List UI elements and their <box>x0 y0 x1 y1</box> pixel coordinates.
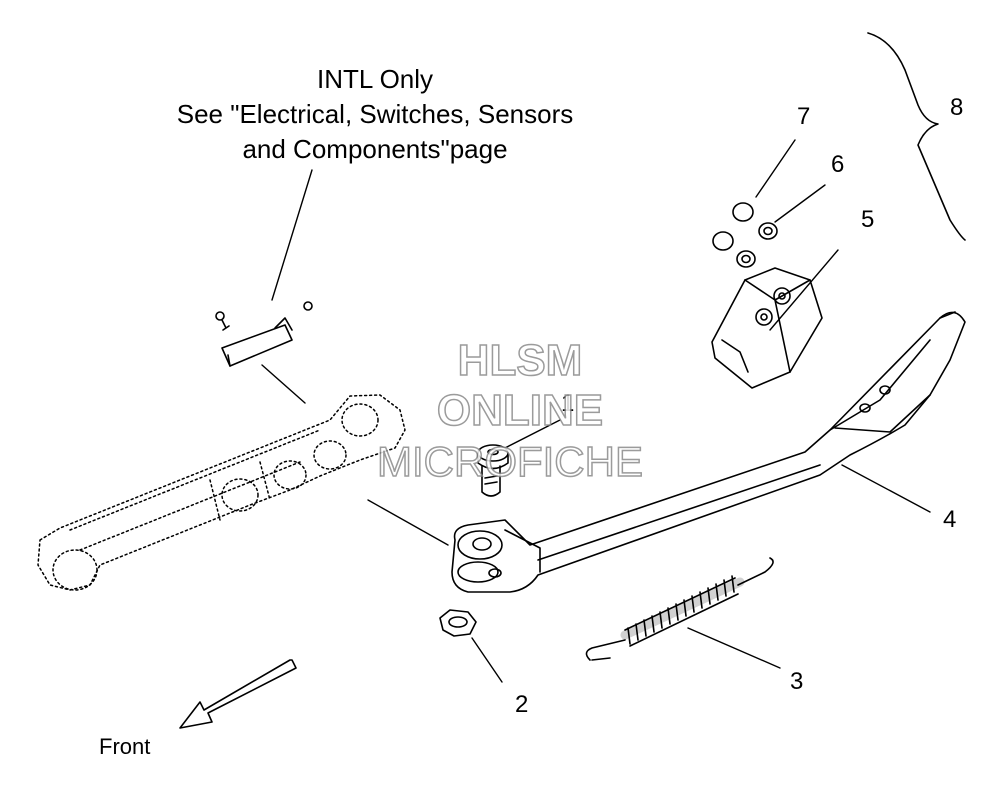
front-label: Front <box>99 734 151 759</box>
watermark-line-2: ONLINE <box>436 385 604 436</box>
part-7-plugs <box>712 202 754 251</box>
callout-7: 7 <box>797 103 811 130</box>
part-3-spring <box>585 557 774 661</box>
callout-3: 3 <box>790 668 804 695</box>
callout-1: 1 <box>561 390 575 417</box>
watermark-line-1: HLSM <box>457 335 583 386</box>
intl-note-line-3: and Components"page <box>242 134 508 164</box>
front-arrow-icon <box>179 659 297 729</box>
kit-bracket <box>867 32 966 241</box>
part-1-pivot-bolt <box>477 444 509 497</box>
callout-5: 5 <box>861 206 875 233</box>
intl-note: INTL Only See "Electrical, Switches, Sen… <box>120 62 630 167</box>
frame-mount-outline <box>37 394 406 591</box>
watermark-line-3: MICROFICHE <box>376 437 644 486</box>
callout-4: 4 <box>943 506 957 533</box>
intl-note-line-2: See "Electrical, Switches, Sensors <box>176 99 574 129</box>
leader-lines <box>261 139 931 683</box>
callout-6: 6 <box>831 151 845 178</box>
part-5-stop-block <box>711 267 823 389</box>
part-2-nut <box>439 609 477 637</box>
part-6-washers <box>736 222 778 268</box>
callout-2: 2 <box>515 691 529 718</box>
intl-note-line-1: INTL Only <box>316 64 434 94</box>
part-4-side-stand <box>451 311 966 593</box>
intl-switch-parts <box>215 301 313 367</box>
callout-8: 8 <box>950 94 964 121</box>
